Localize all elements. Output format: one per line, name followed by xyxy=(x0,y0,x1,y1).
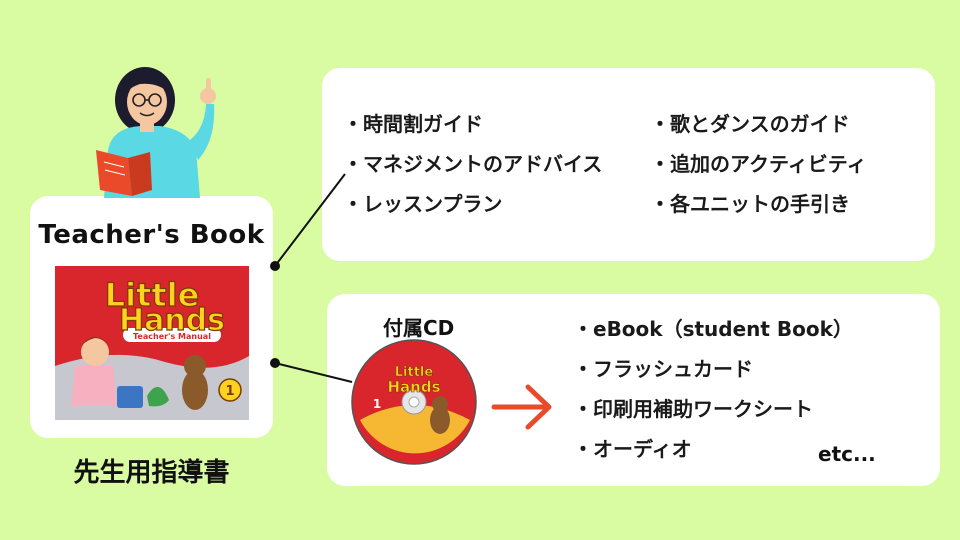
list-item: 時間割ガイド xyxy=(343,104,602,144)
arrow-right-icon xyxy=(491,384,552,430)
book-subtitle: 先生用指導書 xyxy=(73,458,230,488)
book-title: Teacher's Book xyxy=(38,220,265,250)
list-item: 歌とダンスのガイド xyxy=(650,104,867,144)
list-item: 印刷用補助ワークシート xyxy=(573,390,853,430)
disc-logo-line2: Hands xyxy=(387,378,440,396)
cover-manual-label: Teacher's Manual xyxy=(133,332,211,341)
etc-label: etc... xyxy=(818,442,876,466)
list-item: マネジメントのアドバイス xyxy=(343,144,602,184)
cd-label: 付属CD xyxy=(383,316,455,340)
cover-logo-line1: Little xyxy=(105,276,200,314)
features-left-list: 時間割ガイド マネジメントのアドバイス レッスンプラン xyxy=(343,104,602,224)
disc-level-badge: 1 xyxy=(373,397,381,411)
connector-dot-cd xyxy=(270,358,280,368)
features-right-list: 歌とダンスのガイド 追加のアクティビティ 各ユニットの手引き xyxy=(650,104,867,224)
cd-contents-list: eBook（student Book） フラッシュカード 印刷用補助ワークシート… xyxy=(573,310,853,470)
connector-line-features xyxy=(274,173,346,267)
list-item: フラッシュカード xyxy=(573,350,853,390)
book-cover-image: Little Hands Teacher's Manual 1 xyxy=(55,266,249,420)
list-item: 追加のアクティビティ xyxy=(650,144,867,184)
list-item: 各ユニットの手引き xyxy=(650,184,867,224)
connector-dot-features xyxy=(270,261,280,271)
cover-logo-line2: Hands xyxy=(119,303,225,338)
disc-logo-line1: Little xyxy=(395,365,434,380)
cover-level-number: 1 xyxy=(225,384,234,399)
teacher-illustration xyxy=(96,67,216,198)
list-item: eBook（student Book） xyxy=(573,310,853,350)
connector-line-cd xyxy=(274,362,353,383)
cd-disc-image xyxy=(351,339,477,465)
list-item: レッスンプラン xyxy=(343,184,602,224)
list-item: オーディオ xyxy=(573,430,853,470)
